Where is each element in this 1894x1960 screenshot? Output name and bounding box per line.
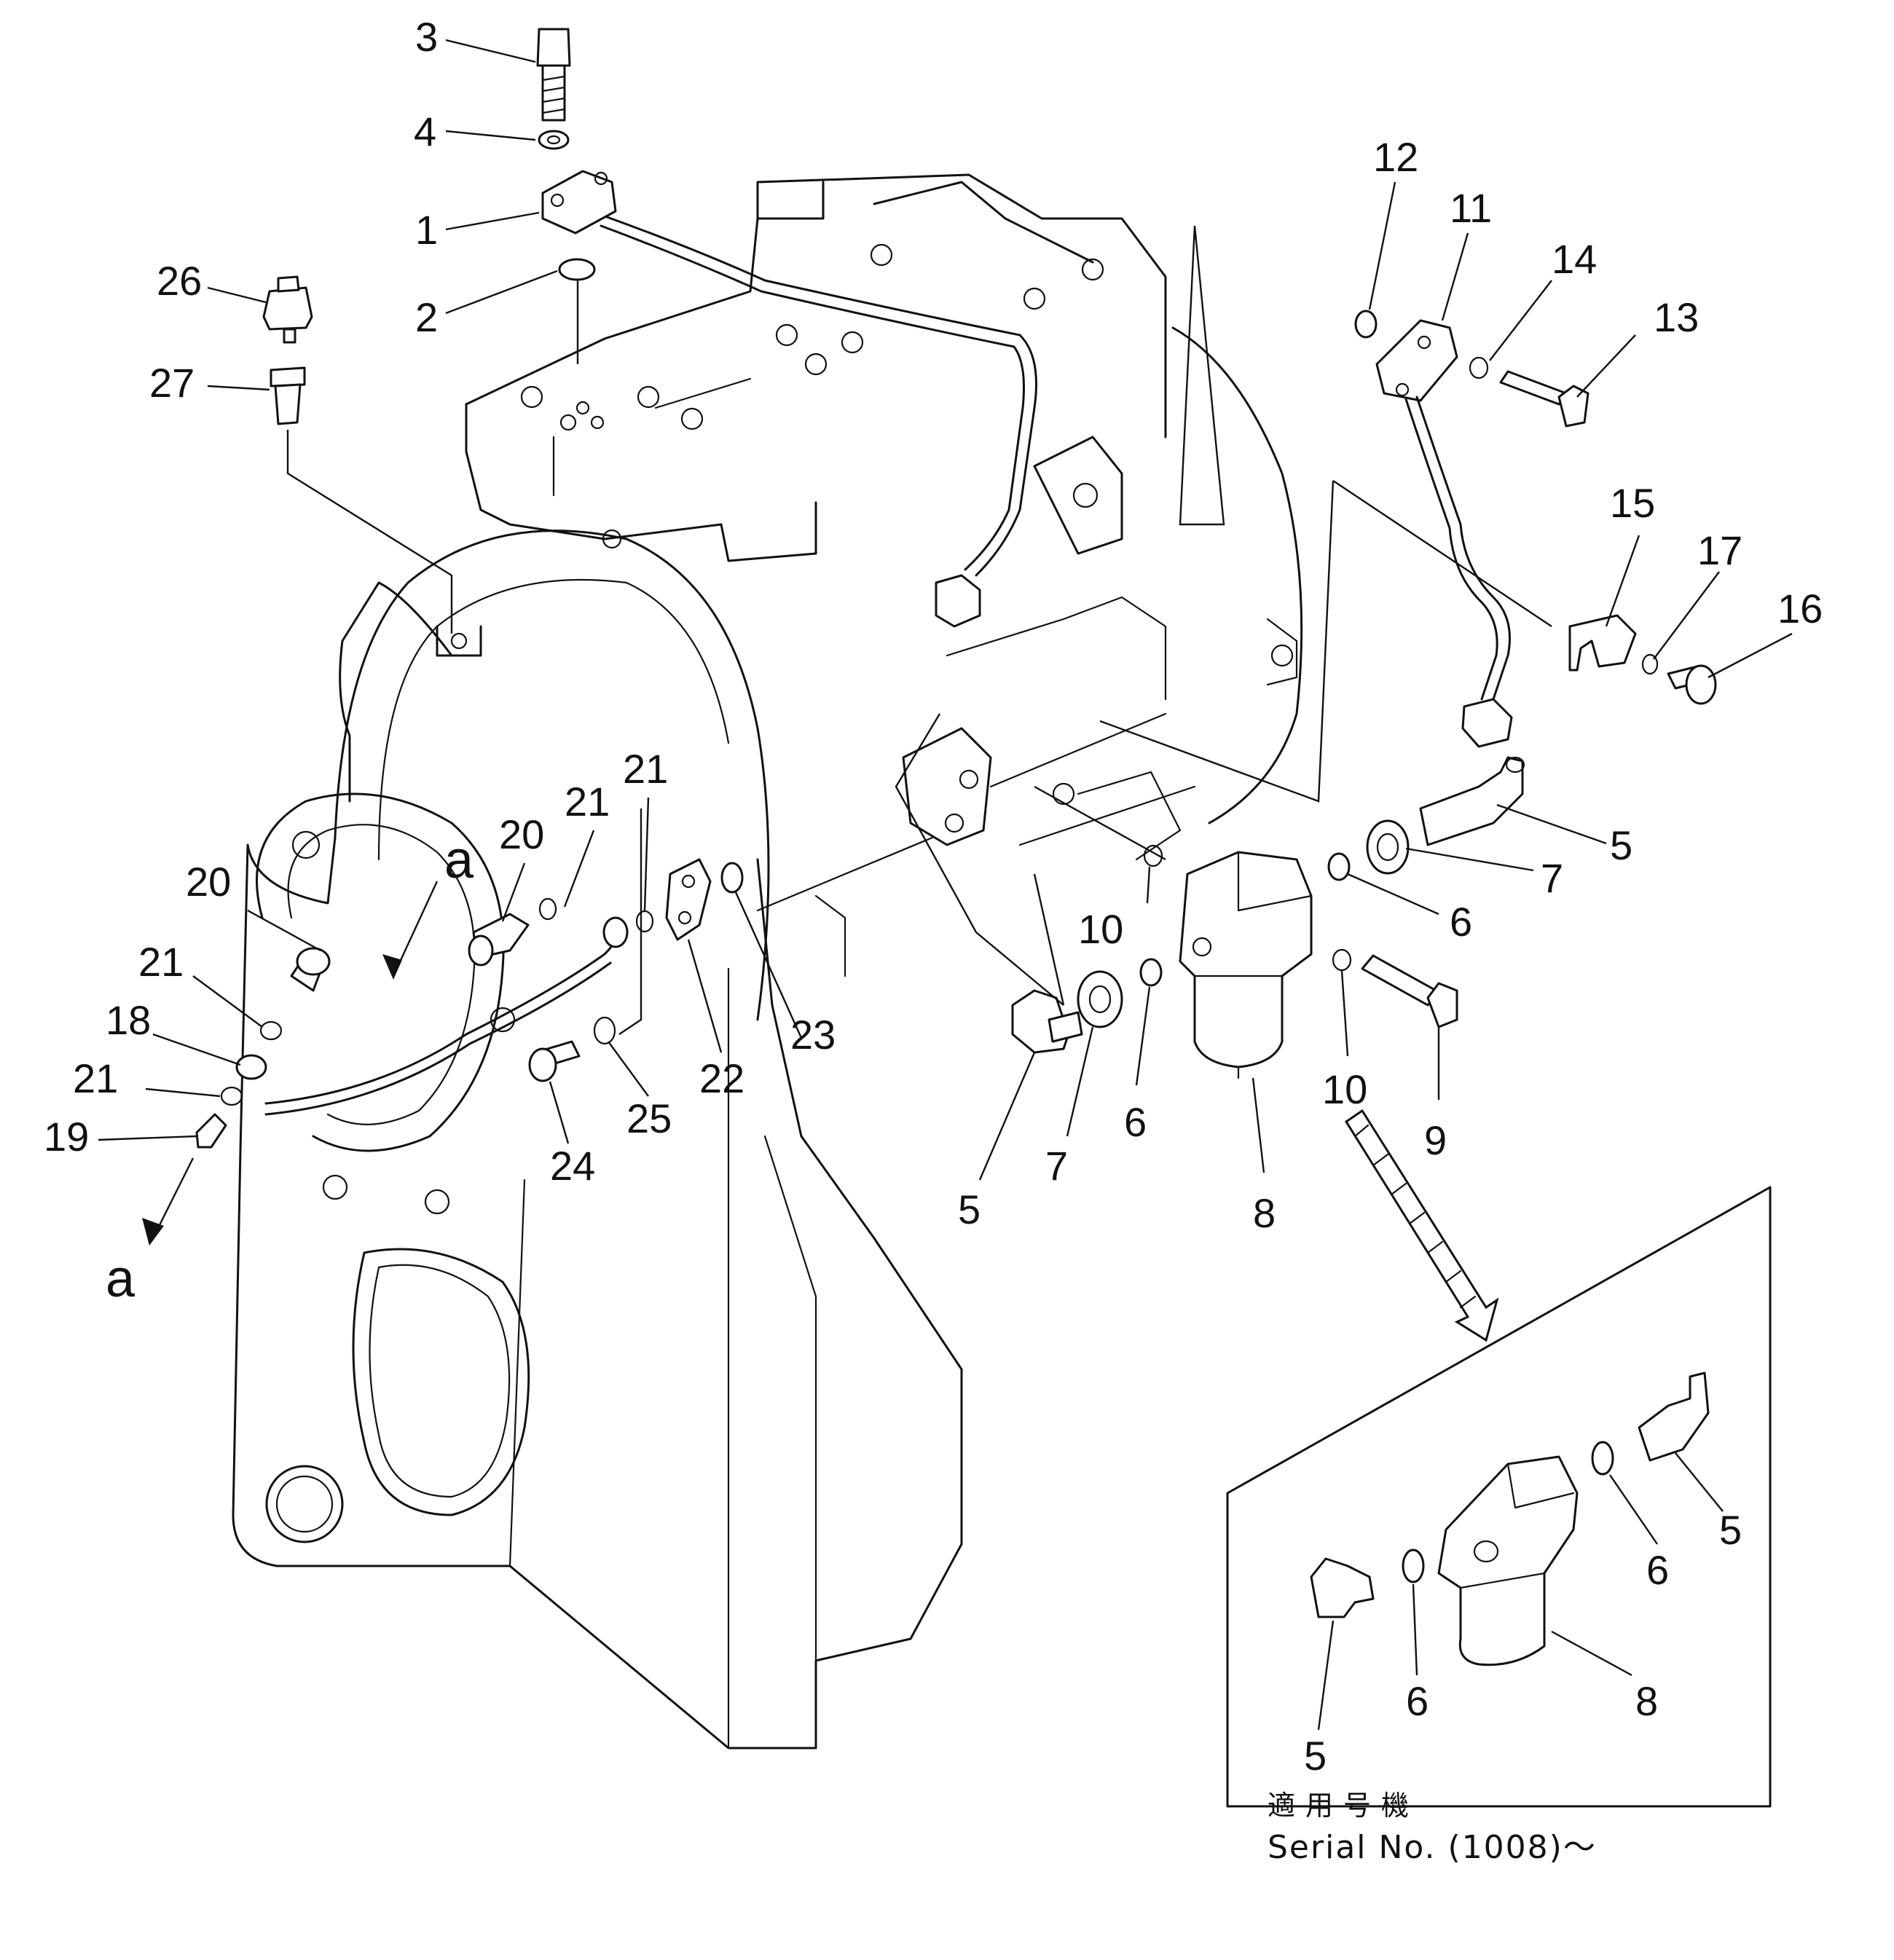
callout-5: 5: [1610, 822, 1632, 868]
callout-6: 6: [1406, 1678, 1429, 1724]
callout-5: 5: [958, 1186, 981, 1232]
callout-12: 12: [1373, 134, 1418, 180]
callout-21: 21: [138, 939, 184, 985]
callout-20: 20: [186, 859, 231, 905]
callout-15: 15: [1610, 480, 1655, 526]
callout-5: 5: [1719, 1507, 1742, 1553]
inset-arrow: [1344, 1109, 1499, 1342]
reference-arrows: [142, 881, 439, 1245]
callout-3: 3: [415, 14, 438, 60]
callout-19: 19: [44, 1114, 89, 1160]
pipe-nut-right: [1461, 698, 1513, 748]
callout-9: 9: [1424, 1117, 1447, 1163]
callout-8: 8: [1253, 1190, 1276, 1236]
callout-10: 10: [1322, 1066, 1367, 1112]
callout-22: 22: [699, 1055, 744, 1101]
callout-26: 26: [157, 258, 202, 304]
reference-mark-a: a: [106, 1250, 135, 1308]
callout-18: 18: [106, 997, 151, 1043]
callout-21: 21: [565, 779, 610, 824]
callout-10: 10: [1078, 906, 1123, 952]
callout-14: 14: [1552, 236, 1597, 282]
callout-16: 16: [1777, 586, 1823, 631]
callout-24: 24: [550, 1143, 595, 1189]
filter-main: [1179, 851, 1313, 1079]
callout-27: 27: [149, 360, 194, 406]
callout-23: 23: [790, 1012, 836, 1058]
transmission-housing: [232, 173, 1303, 1750]
callout-6: 6: [1646, 1547, 1669, 1593]
callout-6: 6: [1124, 1099, 1147, 1145]
callout-6: 6: [1450, 899, 1472, 945]
callout-25: 25: [626, 1095, 672, 1141]
callout-labels: 3 4 1 2 26 27 12 11 14 13 15 17 16 5 7 6…: [44, 14, 1823, 1779]
right-pipe-assembly: [1375, 319, 1513, 748]
applicable-models-label: 適用号機: [1268, 1790, 1420, 1822]
leader-lines: [98, 39, 1793, 1181]
callout-7: 7: [1045, 1143, 1068, 1189]
callout-21: 21: [623, 746, 668, 792]
callout-4: 4: [414, 109, 436, 154]
pipe-flange-11: [1375, 319, 1458, 402]
callout-13: 13: [1654, 294, 1699, 340]
reference-mark-a: a: [444, 831, 474, 889]
serial-number-label: Serial No. (1008)～: [1268, 1829, 1597, 1866]
callout-5: 5: [1304, 1733, 1327, 1779]
inset-box: [1226, 1186, 1772, 1808]
callout-17: 17: [1697, 527, 1742, 573]
callout-21: 21: [73, 1055, 118, 1101]
housing-holes: [520, 243, 1104, 549]
fittings: [195, 28, 1717, 1149]
pipe-flange-1: [541, 170, 617, 235]
callout-20: 20: [499, 811, 544, 857]
callout-7: 7: [1541, 855, 1563, 901]
upper-pipe-assembly: [541, 170, 1037, 628]
callout-8: 8: [1635, 1678, 1658, 1724]
callout-1: 1: [415, 207, 438, 253]
callout-2: 2: [415, 294, 438, 340]
pipe-nut: [935, 574, 981, 628]
callout-11: 11: [1450, 185, 1492, 231]
